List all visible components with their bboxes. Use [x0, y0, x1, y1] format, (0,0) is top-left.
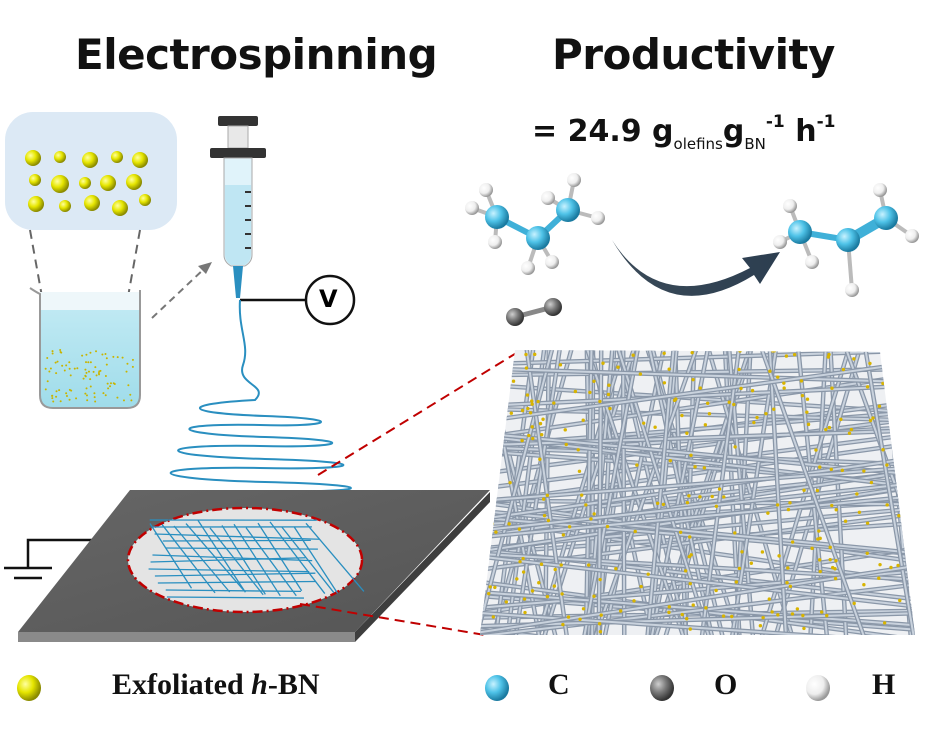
hbn-zoom-bubble: [5, 112, 177, 331]
electrospinning-title: Electrospinning: [75, 30, 438, 79]
hbn-particle: [126, 174, 142, 190]
hbn-particle: [29, 174, 41, 186]
hbn-particle: [139, 194, 151, 206]
beaker: [29, 287, 141, 409]
hbn-particle: [112, 200, 128, 216]
hbn-particle: [82, 152, 98, 168]
propane-molecule: [465, 173, 605, 275]
deposited-fiber-mesh: [148, 519, 365, 599]
reaction-arrow: [612, 240, 780, 296]
zoom-line: [317, 351, 519, 476]
hbn-particle: [25, 150, 41, 166]
carbon-legend-icon: [485, 675, 509, 701]
hbn-particles: [25, 150, 151, 216]
nanofiber-mat: [480, 350, 915, 635]
voltage-label: V: [319, 285, 338, 313]
hbn-legend-icon: [17, 675, 41, 701]
collector-plate: [18, 490, 490, 642]
productivity-formula: = 24.9 golefinsgBN-1 h-1: [532, 112, 836, 153]
hbn-particle: [79, 177, 91, 189]
hbn-particle: [100, 175, 116, 191]
legend-hydrogen: H: [872, 668, 896, 701]
hbn-particle: [54, 151, 66, 163]
legend-oxygen: O: [714, 668, 738, 701]
oxygen-legend-icon: [650, 675, 674, 701]
hbn-particle: [111, 151, 123, 163]
hbn-particle: [59, 200, 71, 212]
propylene-molecule: [773, 183, 919, 297]
productivity-title: Productivity: [552, 30, 835, 79]
ground-symbol: [4, 538, 106, 580]
dashed-arrow: [151, 267, 206, 319]
hbn-particle: [132, 152, 148, 168]
fiber-jet: [169, 299, 352, 496]
co-molecule: [506, 298, 562, 326]
syringe: [210, 116, 266, 298]
hydrogen-legend-icon: [806, 675, 830, 701]
legend-carbon: C: [548, 668, 570, 701]
hbn-particle: [28, 196, 44, 212]
legend-hbn: Exfoliated h-BN: [112, 668, 320, 701]
hbn-particle: [51, 175, 69, 193]
voltage-source: [304, 274, 356, 326]
hbn-particle: [84, 195, 100, 211]
